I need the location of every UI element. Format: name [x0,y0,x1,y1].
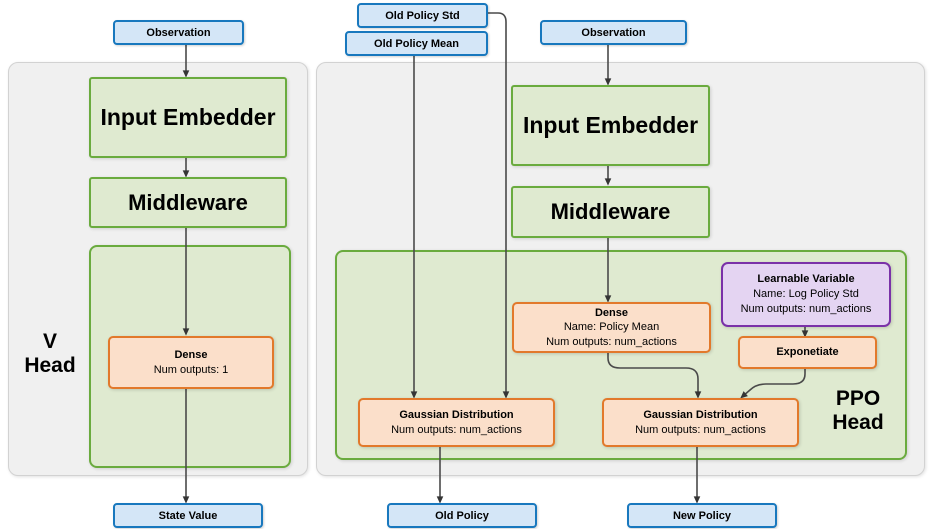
input-observation-left-label: Observation [146,26,211,39]
output-state-value[interactable]: State Value [113,503,263,528]
ppo-learnable-variable-title: Learnable Variable [757,273,855,286]
ppo-gaussian-old[interactable]: Gaussian Distribution Num outputs: num_a… [358,398,555,447]
input-observation-left[interactable]: Observation [113,20,244,45]
ppo-dense-policy-mean-title: Dense [594,306,629,319]
ppo-gaussian-old-title: Gaussian Distribution [399,408,514,421]
v-head-middleware-label: Middleware [128,189,248,215]
output-new-policy[interactable]: New Policy [627,503,777,528]
output-new-policy-label: New Policy [672,509,732,522]
input-old-policy-mean[interactable]: Old Policy Mean [345,31,488,56]
ppo-dense-policy-mean-outputs: Num outputs: num_actions [546,335,677,348]
ppo-head-label-line2: Head [832,410,884,434]
v-head-dense-title: Dense [174,348,208,361]
v-head-dense-outputs: Num outputs: 1 [153,363,229,376]
ppo-gaussian-new[interactable]: Gaussian Distribution Num outputs: num_a… [602,398,799,447]
ppo-dense-policy-mean-name: Name: Policy Mean [563,321,660,334]
output-old-policy-label: Old Policy [435,509,489,522]
output-old-policy[interactable]: Old Policy [387,503,537,528]
ppo-head-input-embedder-label: Input Embedder [522,112,699,138]
ppo-gaussian-new-title: Gaussian Distribution [643,408,758,421]
v-head-input-embedder-label: Input Embedder [100,104,276,130]
ppo-exponetiate[interactable]: Exponetiate [738,336,877,369]
ppo-head-input-embedder[interactable]: Input Embedder [511,85,710,166]
input-observation-right[interactable]: Observation [540,20,687,45]
ppo-head-middleware-label: Middleware [550,199,671,224]
input-observation-right-label: Observation [581,26,646,39]
ppo-head-label-line1: PPO [835,387,881,410]
ppo-learnable-variable[interactable]: Learnable Variable Name: Log Policy Std … [721,262,891,327]
v-head-label-line1: V [42,330,57,353]
ppo-learnable-variable-outputs: Num outputs: num_actions [740,302,872,315]
ppo-gaussian-new-outputs: Num outputs: num_actions [635,423,766,436]
v-head-label: V Head [14,330,86,377]
v-head-input-embedder[interactable]: Input Embedder [89,77,287,158]
output-state-value-label: State Value [158,509,218,522]
ppo-learnable-variable-name: Name: Log Policy Std [753,288,859,301]
ppo-head-label: PPO Head [812,387,904,434]
v-head-label-line2: Head [24,353,76,377]
ppo-head-middleware[interactable]: Middleware [511,186,710,238]
input-old-policy-mean-label: Old Policy Mean [374,37,459,50]
ppo-exponetiate-title: Exponetiate [776,346,839,359]
ppo-dense-policy-mean[interactable]: Dense Name: Policy Mean Num outputs: num… [512,302,711,353]
ppo-gaussian-old-outputs: Num outputs: num_actions [391,423,522,436]
v-head-dense[interactable]: Dense Num outputs: 1 [108,336,274,389]
input-old-policy-std[interactable]: Old Policy Std [357,3,488,28]
input-old-policy-std-label: Old Policy Std [385,9,460,22]
v-head-middleware[interactable]: Middleware [89,177,287,228]
